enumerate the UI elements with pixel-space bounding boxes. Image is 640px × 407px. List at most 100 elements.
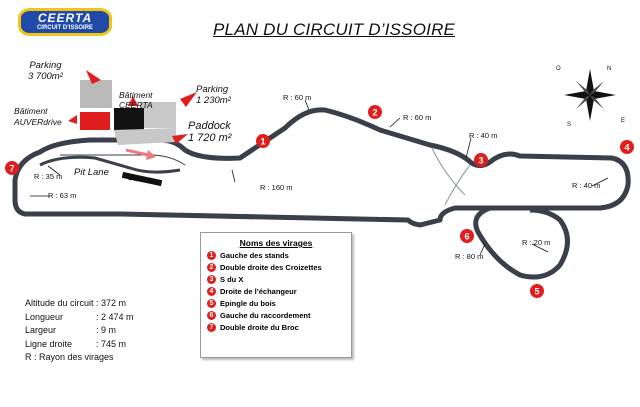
legend-title: Noms des virages [239, 238, 313, 248]
stat-value: : 745 m [96, 338, 127, 349]
stats-note: R : Rayon des virages [25, 352, 114, 362]
r60b-line [389, 117, 401, 128]
paddock-area: 1 720 m² [188, 132, 232, 144]
r20-line [531, 243, 549, 253]
pit-lane-label: Pit Lane [74, 167, 109, 178]
legend-num-2: 2 [207, 263, 216, 272]
turn-marker-7[interactable] [5, 161, 19, 175]
turn-marker-2[interactable] [368, 105, 382, 119]
direction-arrow-head [146, 150, 156, 160]
pit-lane-road [39, 155, 181, 174]
legend-item: 7 Double droite du Broc [207, 323, 351, 332]
stat-key: Largeur [25, 325, 57, 335]
track-outline [12, 107, 631, 228]
stat-row: Ligne droite : 745 m [25, 338, 134, 352]
legend-item: 4 Droite de l’échangeur [207, 287, 351, 296]
parking1-area: 3 700m² [28, 71, 63, 82]
ceerta-logo: CEERTA CIRCUIT D'ISSOIRE [18, 8, 112, 36]
building-ceerta [114, 108, 144, 130]
building-auverdrive [80, 112, 110, 130]
turn-number-2: 2 [372, 108, 377, 118]
direction-arrow [125, 148, 149, 157]
legend-num-4: 4 [207, 287, 216, 296]
bat-ceerta-label: Bâtiment CEERTA [119, 90, 153, 110]
legend-num-1: 1 [207, 251, 216, 260]
pointer-ceerta [128, 96, 138, 106]
parking-area-1 [80, 80, 112, 108]
pointer-parking1 [86, 70, 101, 84]
radius-label-r160: R : 160 m [260, 183, 293, 192]
legend-label-3: S du X [220, 275, 244, 284]
compass-rose-icon [564, 69, 616, 121]
stat-row: Longueur : 2 474 m [25, 311, 134, 325]
stands-bar [121, 171, 163, 187]
legend-item: 6 Gauche du raccordement [207, 311, 351, 320]
legend-num-5: 5 [207, 299, 216, 308]
stat-value: : 2 474 m [96, 311, 134, 322]
parking2-label: Parking 1 230m² [196, 84, 231, 106]
r80-line [479, 243, 486, 256]
bat-auverdrive-label: Bâtiment AUVERdrive [14, 106, 62, 127]
stat-key: Ligne droite [25, 338, 73, 349]
turn-marker-4[interactable] [620, 140, 634, 154]
pointer-parking2 [180, 92, 197, 107]
stat-key: Altitude du circuit [25, 298, 94, 308]
hairpin-loop [473, 205, 570, 280]
pointer-auverdrive [68, 115, 77, 124]
parking1-name: Parking [29, 60, 62, 71]
page-title: PLAN DU CIRCUIT D’ISSOIRE [213, 20, 456, 39]
logo-name: CEERTA [37, 11, 93, 25]
turn-number-4: 4 [624, 143, 629, 153]
parking2-area: 1 230m² [196, 95, 231, 106]
r160-line [231, 169, 236, 183]
legend-num-6: 6 [207, 311, 216, 320]
parking1-label: Parking 3 700m² [28, 60, 63, 82]
legend-item: 5 Epingle du bois [207, 299, 351, 308]
r35-line [47, 165, 61, 176]
turn-marker-6[interactable] [460, 229, 474, 243]
legend-num-7: 7 [207, 323, 216, 332]
turn-number-6: 6 [464, 232, 469, 242]
pointer-paddock [172, 134, 188, 144]
turn-number-7: 7 [9, 164, 14, 174]
turn-marker-3[interactable] [474, 153, 488, 167]
paddock-label: Paddock 1 720 m² [188, 120, 231, 144]
compass-o: O [556, 66, 561, 72]
parking-area-2 [140, 102, 176, 128]
stat-row: Largeur : 9 m [25, 324, 134, 338]
radius-label-r60a: R : 60 m [283, 93, 312, 102]
legend-label-7: Double droite du Broc [220, 323, 299, 332]
compass-n: N [607, 66, 612, 72]
stat-value: : 9 m [96, 325, 117, 335]
radius-label-r80: R : 80 m [455, 252, 484, 261]
stat-value: : 372 m [96, 298, 127, 308]
circuit-stats: Altitude du circuit: 372 m Longueur : 2 4… [25, 297, 134, 365]
legend-item: 3 S du X [207, 275, 351, 284]
legend-label-4: Droite de l’échangeur [220, 287, 297, 296]
r40a-line [465, 137, 472, 159]
legend-label-5: Epingle du bois [220, 299, 276, 308]
stat-key: Longueur [25, 311, 64, 322]
parking2-name: Parking [196, 84, 229, 95]
legend-label-2: Double droite des Croizettes [220, 263, 322, 272]
paddock-name: Paddock [188, 120, 231, 132]
legend-label-6: Gauche du raccordement [220, 311, 311, 320]
radius-label-r60b: R : 60 m [403, 113, 432, 122]
logo-subtitle: CIRCUIT D'ISSOIRE [36, 25, 94, 31]
paddock-area [114, 128, 176, 145]
turn-number-3: 3 [478, 156, 483, 166]
legend-num-3: 3 [207, 275, 216, 284]
radius-label-r63: R : 63 m [48, 191, 77, 200]
radius-label-r35: R : 35 m [34, 172, 63, 181]
r40b-line [591, 177, 609, 187]
stat-row: Altitude du circuit: 372 m [25, 297, 134, 311]
compass-e: E [621, 118, 626, 124]
radius-label-r40a: R : 40 m [469, 131, 498, 140]
compass-s: S [567, 122, 572, 128]
turn-marker-5[interactable] [530, 284, 544, 298]
turn-marker-1[interactable] [256, 134, 270, 148]
radius-label-r40b: R : 40 m [572, 181, 601, 190]
